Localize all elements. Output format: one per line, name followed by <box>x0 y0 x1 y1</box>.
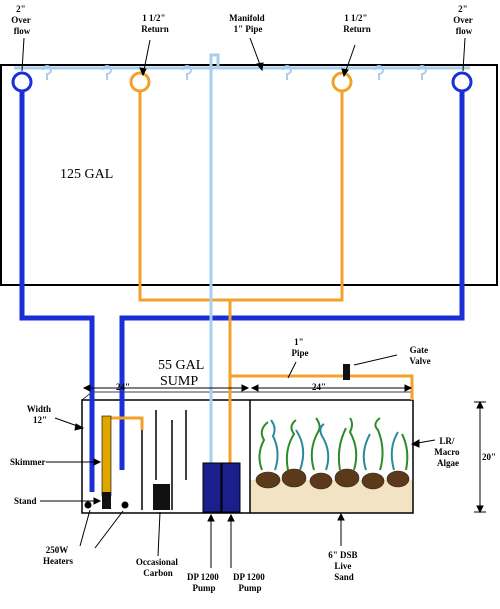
width-label: Width 12" <box>27 404 54 425</box>
lr-algae-label: LR/ Macro Algae <box>434 436 462 468</box>
skimmer-label: Skimmer <box>10 457 46 467</box>
dim-right-label: 24" <box>312 382 326 392</box>
return-left-label: 1 1/2" Return <box>141 13 169 34</box>
overflow-plumbing <box>19 85 465 492</box>
return-plumbing <box>106 88 414 470</box>
heater-icon <box>84 501 92 509</box>
overflow-left-label: 2" Over flow <box>11 4 33 36</box>
gate-valve-icon <box>343 364 350 380</box>
height-label: 20" <box>482 452 496 462</box>
main-tank-label: 125 GAL <box>60 167 113 182</box>
skimmer-body <box>101 415 112 497</box>
heaters-label: 250W Heaters <box>43 545 73 566</box>
live-rock-icon <box>255 468 410 490</box>
overflow-right-label: 2" Over flow <box>453 4 475 36</box>
pump-right-label: DP 1200 Pump <box>233 572 267 593</box>
dimension-lines <box>82 384 486 514</box>
heater-icon <box>121 501 129 509</box>
return-right-label: 1 1/2" Return <box>343 13 371 34</box>
gate-valve-label: Gate Valve <box>409 345 430 366</box>
dim-left-label: 24" <box>116 382 130 392</box>
manifold-label: Manifold 1" Pipe <box>229 13 267 34</box>
manifold-plumbing <box>14 53 470 470</box>
macro-algae-icon <box>258 417 409 471</box>
overflow-fitting-left <box>11 71 33 93</box>
stand-label: Stand <box>14 496 37 506</box>
carbon-label: Occasional Carbon <box>136 557 180 578</box>
manifold-outlets <box>42 65 427 80</box>
carbon-bag <box>153 484 170 510</box>
overflow-fitting-right <box>451 71 473 93</box>
sump-tank <box>81 391 414 514</box>
return-fitting-left <box>129 71 151 93</box>
pump-left-label: DP 1200 Pump <box>187 572 221 593</box>
skimmer-stand <box>102 492 111 509</box>
pipe-1in-label: 1" Pipe <box>292 337 309 358</box>
return-fitting-right <box>331 71 353 93</box>
pump-left <box>202 462 222 513</box>
sump-label: 55 GAL SUMP <box>158 358 207 389</box>
pump-right <box>221 462 241 513</box>
main-tank <box>0 64 498 286</box>
dsb-label: 6" DSB Live Sand <box>328 550 360 582</box>
callout-lines <box>21 37 466 568</box>
